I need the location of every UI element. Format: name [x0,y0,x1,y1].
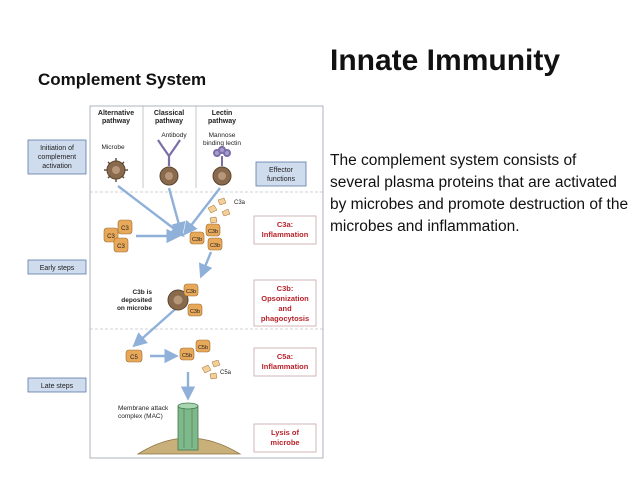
effect-c5a-box: C5a: Inflammation [253,347,317,377]
svg-text:Late steps: Late steps [41,383,74,390]
svg-text:complement: complement [38,154,76,161]
svg-text:phagocytosis: phagocytosis [261,314,309,323]
svg-text:functions: functions [267,176,296,183]
mannose-label: binding lectin [203,140,241,147]
c3b-deposited-label: on microbe [117,305,152,312]
flow-arrows [117,185,221,401]
antibody-icon [157,139,181,166]
c3b-deposited-label: deposited [121,297,152,304]
mac-pore-icon [177,402,199,451]
slide-title: Innate Immunity [330,44,561,77]
svg-text:C3a:: C3a: [277,220,293,229]
svg-text:C3b: C3b [186,289,196,295]
c3-molecule: C3 [117,219,133,235]
svg-text:Effector: Effector [269,167,294,174]
svg-text:Early steps: Early steps [40,265,75,272]
c5-molecule: C5 [125,349,143,363]
svg-text:Lysis of: Lysis of [271,428,300,437]
body-paragraph: The complement system consists of severa… [330,152,629,235]
c3b-molecule: C3b [183,283,199,297]
svg-text:Opsonization: Opsonization [261,294,309,303]
c3-molecule: C3 [113,237,129,253]
microbe-label: Microbe [101,144,125,151]
effect-lysis-box: Lysis of microbe [253,423,317,453]
svg-text:microbe: microbe [270,438,299,447]
c3b-molecule: C3b [205,223,221,237]
c3b-molecule: C3b [189,231,205,245]
svg-text:C5: C5 [130,355,138,361]
stage-late-box: Late steps [27,377,87,393]
pathway-lectin-label: pathway [208,118,236,125]
c5b-molecule: C5b [195,339,211,353]
svg-text:C3b: C3b [192,237,202,243]
microbe-icon [167,289,189,311]
c3a-label: C3a [234,200,246,206]
stage-early-box: Early steps [27,259,87,275]
svg-text:Inflammation: Inflammation [262,230,309,239]
microbe-icon [159,166,179,186]
diagram-title: Complement System [38,70,207,89]
svg-text:C3: C3 [107,234,115,240]
lectin-icon [213,146,231,166]
svg-text:Inflammation: Inflammation [262,362,309,371]
c3b-deposited-label: C3b is [132,289,152,296]
svg-text:Initiation of: Initiation of [40,145,74,152]
mac-label: Membrane attack [118,405,169,412]
c3-molecule: C3 [103,227,119,243]
svg-text:C5b: C5b [198,345,208,351]
c5a-label: C5a [220,370,232,376]
svg-text:C3b: C3b [190,309,200,315]
effector-functions-box: Effector functions [255,161,307,187]
complement-diagram: Alternative pathway Classical pathway Le… [27,105,324,459]
svg-text:activation: activation [42,163,72,170]
antibody-label: Antibody [161,132,187,139]
svg-text:C3: C3 [117,244,125,250]
svg-text:C3b: C3b [208,229,218,235]
effect-c3b-box: C3b: Opsonization and phagocytosis [253,279,317,327]
microbe-icon [104,158,128,182]
effect-c3a-box: C3a: Inflammation [253,215,317,245]
pathway-classical-label: pathway [155,118,183,125]
svg-text:and: and [278,304,292,313]
c3b-molecule: C3b [207,237,223,251]
pathway-alternative-label: Alternative [98,110,134,117]
c5b-molecule: C5b [179,347,195,361]
microbe-icon [212,166,232,186]
c3a-fragments [207,197,231,224]
svg-text:C5a:: C5a: [277,352,293,361]
c5a-fragments [201,359,221,380]
stage-initiation-box: Initiation of complement activation [27,139,87,175]
svg-text:C5b: C5b [182,353,192,359]
pathway-classical-label: Classical [154,110,184,117]
svg-text:C3: C3 [121,226,129,232]
svg-text:C3b: C3b [210,243,220,249]
svg-text:C3b:: C3b: [277,284,294,293]
mannose-label: Mannose [209,132,236,139]
c3b-molecule: C3b [187,303,203,317]
pathway-alternative-label: pathway [102,118,130,125]
mac-label: complex (MAC) [118,413,163,420]
pathway-lectin-label: Lectin [212,110,233,117]
